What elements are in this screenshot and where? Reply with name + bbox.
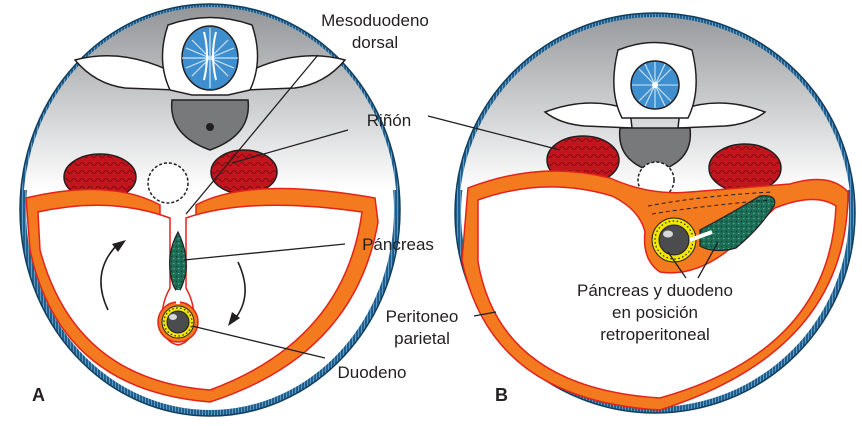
label-mesoduodeno-line1: Mesoduodeno bbox=[321, 11, 429, 30]
label-retro-line3: retroperitoneal bbox=[600, 325, 710, 344]
label-pancreas: Páncreas bbox=[362, 235, 434, 254]
label-mesoduodeno-line2: dorsal bbox=[352, 33, 398, 52]
section-a bbox=[20, 0, 400, 416]
kidney-right bbox=[709, 144, 781, 192]
label-peritoneo-line2: parietal bbox=[394, 329, 450, 348]
aorta bbox=[148, 163, 188, 203]
spinal-cord bbox=[182, 26, 238, 90]
panel-label-b: B bbox=[495, 385, 508, 405]
label-peritoneo-line1: Peritoneo bbox=[386, 307, 459, 326]
label-retro-line1: Páncreas y duodeno bbox=[577, 281, 733, 300]
spinal-cord bbox=[631, 61, 679, 109]
panel-label-a: A bbox=[32, 385, 45, 405]
section-b bbox=[455, 0, 855, 413]
label-rinon: Riñón bbox=[367, 111, 411, 130]
duodenum bbox=[652, 218, 696, 262]
duodenum bbox=[158, 302, 198, 342]
label-duodeno: Duodeno bbox=[337, 363, 406, 382]
label-retro-line2: en posición bbox=[612, 303, 698, 322]
